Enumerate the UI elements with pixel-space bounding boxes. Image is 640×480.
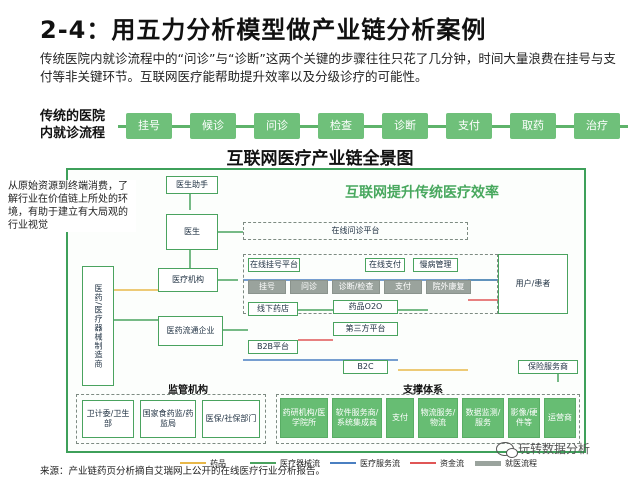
- legend: 药品 医疗器械流 医疗服务流 资金流 就医流程: [180, 456, 540, 470]
- box-xianxia-yaodian: 线下药店: [248, 302, 298, 316]
- flow-label-line2: 内就诊流程: [40, 126, 106, 141]
- wechat-icon: [496, 441, 518, 458]
- legend-label-qixie: 医疗器械流: [280, 458, 320, 468]
- jianguan-title: 监管机构: [168, 385, 208, 396]
- legend-item-qixie: 医疗器械流: [250, 456, 320, 470]
- watermark: 玩转数据分析: [496, 440, 591, 458]
- source-note: 来源：产业链药页分析摘自艾瑞网上公开的在线医疗行业分析报告。: [40, 466, 326, 477]
- box-disanfang-pingtai: 第三方平台: [333, 322, 398, 336]
- box-zhicheng-yunyingshang: 运营商: [544, 398, 576, 438]
- flow-label: 传统的医院 内就诊流程: [40, 108, 105, 142]
- legend-label-jiuyi: 就医流程: [505, 458, 537, 468]
- box-zhicheng-zhifu: 支付: [386, 398, 414, 438]
- box-manbing-guanli: 慢病管理: [413, 258, 458, 272]
- diagram-title: 互联网医疗产业链全景图: [226, 149, 414, 169]
- legend-label-zijin: 资金流: [440, 458, 464, 468]
- box-step-zhenduan: 诊断/检查: [332, 280, 380, 294]
- legend-swatch-yaopin: [180, 462, 206, 464]
- box-step-zhifu: 支付: [384, 280, 422, 294]
- diagram-subtitle: 互联网提升传统医疗效率: [345, 185, 499, 201]
- box-zaixian-zhifu: 在线支付: [365, 258, 405, 272]
- flow-step-zhenduan: 诊断: [382, 113, 428, 139]
- flow-connector-line: [118, 125, 628, 128]
- box-baoxian: 保险服务商: [518, 360, 578, 374]
- box-yiyao-liutong: 医药流通企业: [158, 316, 223, 346]
- box-yiyao-zhizaoshang: 医药/医疗器械制造商: [82, 266, 114, 386]
- legend-item-yaopin: 药品: [180, 456, 226, 470]
- industry-chain-diagram: 医生助手 医生 在线问诊平台 医药/医疗器械制造商 医疗机构 在线挂号平台 在线…: [66, 168, 586, 453]
- zhicheng-title: 支撑体系: [403, 385, 443, 396]
- flow-step-zhifu: 支付: [446, 113, 492, 139]
- diagram-note: 从原始资源到终端消费，了解行业在价值链上所处的环境，有助于建立有大局观的行业视觉: [8, 180, 136, 232]
- page-title: 2-4：用五力分析模型做产业链分析案例: [40, 16, 487, 44]
- box-jianguan-weijiwei: 卫计委/卫生部: [82, 400, 134, 438]
- flow-step-guahao: 挂号: [126, 113, 172, 139]
- box-b2c: B2C: [343, 360, 388, 374]
- box-yisheng-zhushou: 医生助手: [166, 176, 218, 194]
- legend-swatch-jiuyi: [475, 460, 501, 466]
- flow-step-wenzhen: 问诊: [254, 113, 300, 139]
- legend-item-jiuyi: 就医流程: [475, 456, 537, 470]
- legend-label-fuwu: 医疗服务流: [360, 458, 400, 468]
- flow-step-quyao: 取药: [510, 113, 556, 139]
- box-zhicheng-shuju: 数据监测/服务: [462, 398, 504, 438]
- box-step-kangfu: 院外康复: [426, 280, 471, 294]
- box-zhicheng-ruanjian: 软件服务商/系统集成商: [332, 398, 382, 438]
- box-zhicheng-yingxiang: 影像/硬件等: [508, 398, 540, 438]
- intro-paragraph: 传统医院内就诊流程中的“问诊”与“诊断”这两个关键的步骤往往只花了几分钟，时间大…: [40, 51, 616, 84]
- box-step-wenzhen: 问诊: [290, 280, 328, 294]
- box-jianguan-group: [76, 394, 266, 444]
- box-yiliao-jigou: 医疗机构: [158, 268, 218, 292]
- box-b2b-pingtai: B2B平台: [248, 340, 298, 354]
- flow-step-jiancha: 检查: [318, 113, 364, 139]
- hospital-flow: 挂号 候诊 问诊 检查 诊断 支付 取药 治疗: [110, 113, 635, 140]
- box-step-guahao: 挂号: [248, 280, 286, 294]
- box-yisheng: 医生: [166, 214, 218, 250]
- box-yonghu: 用户/患者: [498, 254, 568, 314]
- box-zaixian-wenzhen: 在线问诊平台: [243, 222, 468, 240]
- box-zhicheng-wuliu: 物流服务/物流: [418, 398, 458, 438]
- flow-step-zhiliao: 治疗: [574, 113, 620, 139]
- legend-swatch-zijin: [410, 462, 436, 464]
- box-jianguan-shiyaojian: 国家食药监/药监局: [140, 400, 196, 438]
- box-zhicheng-yaoyan: 药研机构/医学院所: [280, 398, 328, 438]
- box-yaopin-o2o: 药品O2O: [333, 300, 398, 314]
- watermark-text: 玩转数据分析: [518, 442, 591, 456]
- flow-step-houzhen: 候诊: [190, 113, 236, 139]
- flow-label-line1: 传统的医院: [40, 109, 106, 124]
- legend-swatch-qixie: [250, 462, 276, 464]
- legend-swatch-fuwu: [330, 462, 356, 464]
- box-zhicheng-group: [276, 394, 580, 444]
- box-jianguan-yibao: 医保/社保部门: [202, 400, 260, 438]
- legend-item-fuwu: 医疗服务流: [330, 456, 400, 470]
- legend-label-yaopin: 药品: [210, 458, 226, 468]
- box-zaixian-guahao: 在线挂号平台: [248, 258, 300, 272]
- legend-item-zijin: 资金流: [410, 456, 464, 470]
